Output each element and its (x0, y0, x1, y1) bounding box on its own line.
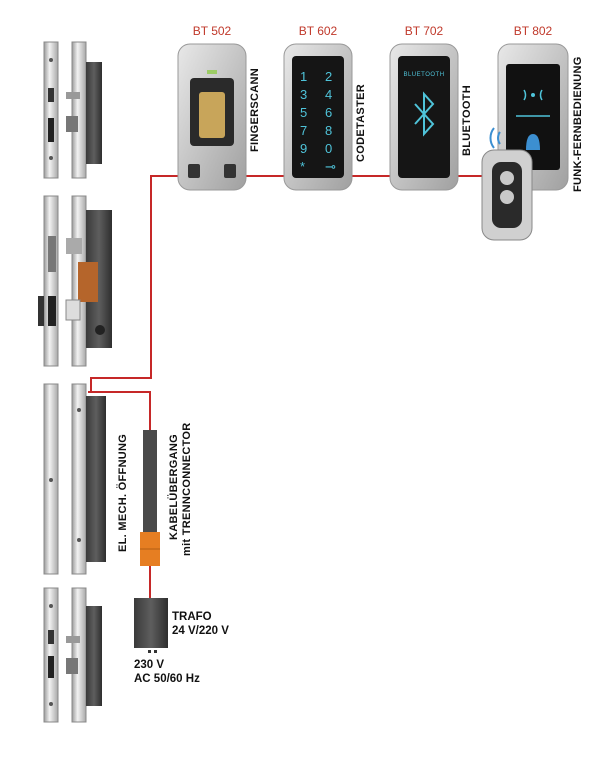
trafo-box (134, 598, 168, 653)
power-label: 230 V AC 50/60 Hz (134, 658, 200, 686)
device-label-bluetooth: BLUETOOTH (461, 85, 473, 156)
keypad-key: 8 (325, 123, 333, 138)
model-label-bt802: BT 802 (513, 24, 553, 38)
power-label-line1: 230 V (134, 659, 165, 671)
trafo-label-line1: TRAFO (172, 611, 212, 623)
trafo-label-line2: 24 V/220 V (172, 625, 229, 637)
model-label-bt602: BT 602 (298, 24, 338, 38)
cable-label-line1: KABELÜBERGANG (168, 434, 180, 540)
lock-strip-main (38, 195, 112, 367)
keypad-key: 1 (300, 69, 308, 84)
device-label-fingerscann: FINGERSCANN (249, 68, 261, 152)
model-label-bt702: BT 702 (404, 24, 444, 38)
cable-label-line2: mit TRENNCONNECTOR (181, 422, 193, 556)
lock-strip-bottom (43, 587, 102, 723)
keypad-key: * (300, 159, 306, 174)
device-label-funk: FUNK-FERNBEDIENUNG (572, 56, 584, 192)
keypad-key: ⊸ (325, 159, 336, 174)
keypad-column-right: 2 4 6 8 0 ⊸ (325, 68, 336, 176)
keypad-key: 0 (325, 141, 333, 156)
fingerscan-device (177, 43, 247, 191)
lock-label: EL. MECH. ÖFFNUNG (117, 433, 129, 552)
power-label-line2: AC 50/60 Hz (134, 673, 200, 685)
trafo-label: TRAFO 24 V/220 V (172, 610, 229, 638)
keypad-key: 3 (300, 87, 308, 102)
bluetooth-screen-text: BLUETOOTH (403, 72, 445, 78)
keypad-key: 5 (300, 105, 308, 120)
keypad-key: 9 (300, 141, 308, 156)
keypad-key: 6 (325, 105, 333, 120)
keypad-key: 4 (325, 87, 333, 102)
codetaster-device (283, 43, 353, 191)
lock-strip-electric (43, 383, 106, 575)
lock-strip-top (43, 41, 102, 179)
model-label-bt502: BT 502 (192, 24, 232, 38)
remote-fob (481, 149, 533, 241)
bluetooth-device (389, 43, 459, 191)
cable-connector (140, 430, 160, 566)
keypad-column-left: 1 3 5 7 9 * (300, 68, 307, 176)
wire (88, 175, 492, 598)
keypad-key: 2 (325, 69, 333, 84)
device-label-codetaster: CODETASTER (355, 84, 367, 162)
keypad-key: 7 (300, 123, 308, 138)
